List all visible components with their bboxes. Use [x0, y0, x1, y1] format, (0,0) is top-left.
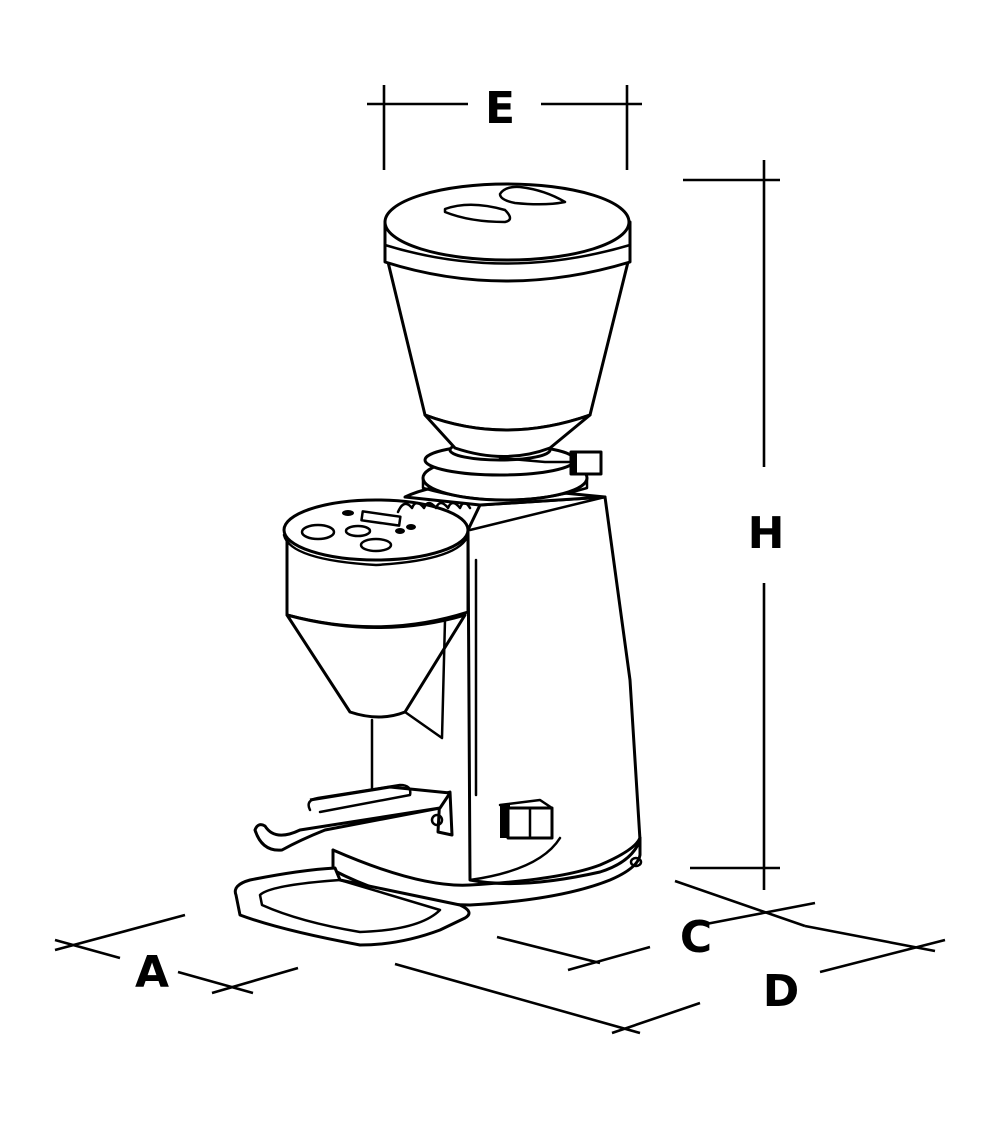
portafilter-fork	[253, 783, 454, 852]
drip-tray	[233, 866, 471, 947]
bean-hopper	[383, 182, 632, 458]
dosing-chamber	[282, 498, 478, 797]
dimension-label-e: E	[485, 83, 515, 134]
dimension-e: E	[367, 83, 642, 170]
dimension-h: H	[683, 160, 784, 890]
dimension-d: D	[394, 924, 946, 1035]
dimension-c: C	[496, 879, 816, 972]
grinder-body	[331, 495, 643, 907]
dimension-label-d: D	[763, 966, 800, 1017]
dimension-label-h: H	[748, 508, 785, 559]
dimension-a: A	[54, 913, 299, 998]
dimension-label-c: C	[680, 912, 712, 963]
power-switch	[498, 798, 554, 840]
dimension-label-a: A	[135, 947, 169, 998]
